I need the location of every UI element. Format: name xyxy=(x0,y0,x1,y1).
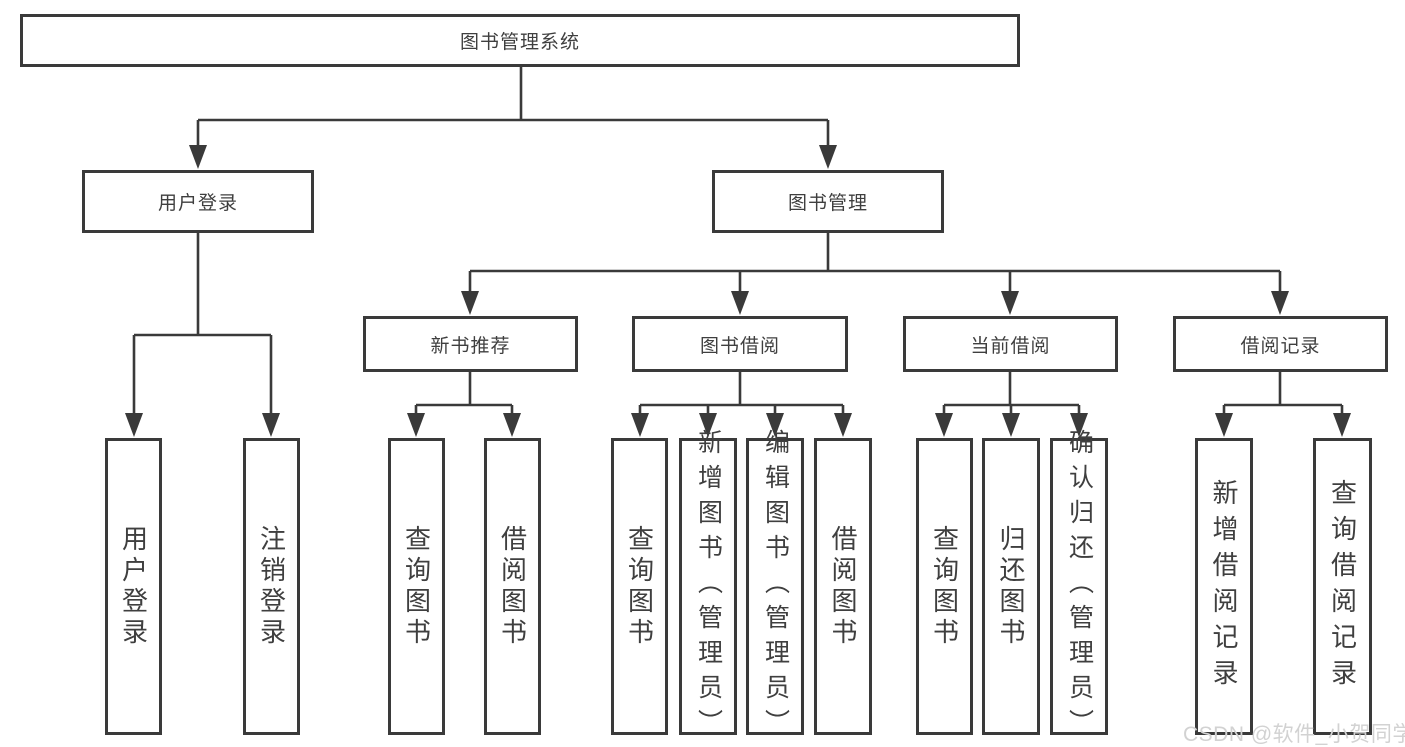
node-book-borrow: 图书借阅 xyxy=(632,316,848,372)
connector-current-borrow xyxy=(942,372,1081,418)
leaf-edit-books-admin: 编辑图书（管理员） xyxy=(746,429,804,744)
leaf-return-books: 归还图书 xyxy=(982,438,1040,735)
connector-book-mgmt xyxy=(468,233,1282,296)
arrowheads xyxy=(125,145,1351,437)
node-user-login: 用户登录 xyxy=(82,170,314,233)
leaf-add-borrow-record: 新增借阅记录 xyxy=(1195,438,1253,735)
connector-borrow-records xyxy=(1222,372,1344,418)
leaf-logout: 注销登录 xyxy=(243,438,300,735)
leaf-confirm-return-admin: 确认归还（管理员） xyxy=(1050,429,1108,744)
leaf-add-books-admin: 新增图书（管理员） xyxy=(679,429,737,744)
leaf-borrow-books-1: 借阅图书 xyxy=(484,438,541,735)
node-current-borrow: 当前借阅 xyxy=(903,316,1118,372)
node-book-mgmt: 图书管理 xyxy=(712,170,944,233)
node-root: 图书管理系统 xyxy=(20,14,1020,67)
leaf-query-borrow-record: 查询借阅记录 xyxy=(1313,438,1372,735)
connector-root xyxy=(196,67,830,150)
leaf-borrow-books-2: 借阅图书 xyxy=(814,438,872,735)
watermark: CSDN @软件_小贺同学 xyxy=(1183,723,1405,746)
connector-user-login xyxy=(132,233,273,418)
leaf-user-login: 用户登录 xyxy=(105,438,162,735)
leaf-query-books-1: 查询图书 xyxy=(388,438,445,735)
leaf-query-books-2: 查询图书 xyxy=(611,438,668,735)
node-borrow-records: 借阅记录 xyxy=(1173,316,1388,372)
leaf-query-books-3: 查询图书 xyxy=(916,438,973,735)
connector-book-borrow xyxy=(638,372,845,418)
connector-new-books xyxy=(414,372,514,418)
node-new-books: 新书推荐 xyxy=(363,316,578,372)
